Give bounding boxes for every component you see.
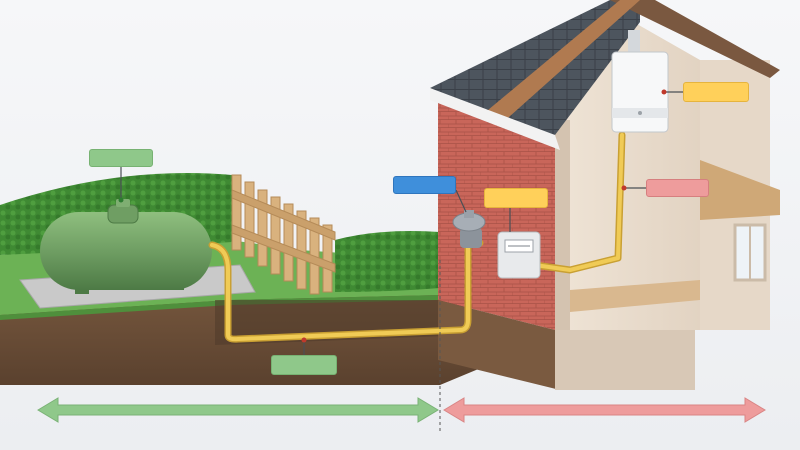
regulator-icon [452, 210, 486, 248]
gas-meter-icon [497, 231, 541, 279]
house-callout [646, 179, 709, 197]
wooden-fence [231, 174, 336, 295]
propane-tank-icon [40, 199, 212, 294]
tank-callout [89, 149, 153, 167]
pipe-callout [271, 355, 337, 375]
house-cutaway [430, 0, 780, 390]
supplier-zone-arrow [37, 397, 439, 423]
gas-pipe [208, 131, 626, 343]
leader-lines [118, 89, 683, 355]
hedge-right [335, 231, 440, 292]
meter-callout [484, 188, 548, 208]
customer-zone-arrow [443, 397, 766, 423]
boiler-callout [683, 82, 749, 102]
valve-callout [393, 176, 456, 194]
